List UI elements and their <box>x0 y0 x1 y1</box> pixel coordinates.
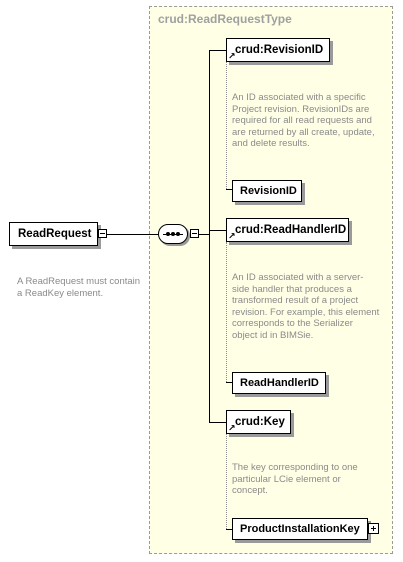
expand-plus-icon[interactable] <box>368 523 379 534</box>
element-readhandlerid[interactable]: crud:ReadHandlerID ↗ <box>226 218 349 242</box>
key-extension-line <box>226 434 227 529</box>
complex-type-title: crud:ReadRequestType <box>158 12 292 26</box>
sequence-collapse-minus-icon[interactable] <box>190 229 199 238</box>
type-readhandlerid[interactable]: ReadHandlerID <box>232 372 326 394</box>
element-key[interactable]: crud:Key ↗ <box>226 410 291 434</box>
element-key-label: crud:Key <box>235 416 285 428</box>
reference-arrow-icon: ↗ <box>228 231 236 241</box>
type-productinstallationkey-label: ProductInstallationKey <box>240 523 360 535</box>
element-revisionid[interactable]: crud:RevisionID ↗ <box>226 38 330 62</box>
readhandlerid-extension-line <box>226 242 227 382</box>
element-readhandlerid-description: An ID associated with a server-side hand… <box>232 272 380 341</box>
revisionid-type-connector <box>226 189 232 190</box>
type-readhandlerid-label: ReadHandlerID <box>240 377 319 389</box>
complex-type-container <box>149 6 393 554</box>
type-productinstallationkey[interactable]: ProductInstallationKey <box>232 518 368 540</box>
connector-root-to-sequence <box>107 234 158 235</box>
revisionid-extension-line <box>226 62 227 189</box>
element-revisionid-label: crud:RevisionID <box>235 44 324 56</box>
sequence-compositor-icon[interactable] <box>158 224 188 244</box>
element-key-description: The key corresponding to one particular … <box>232 462 358 497</box>
key-type-connector <box>226 529 232 530</box>
connector-to-key <box>209 422 226 423</box>
root-element-description: A ReadRequest must contain a ReadKey ele… <box>17 276 141 299</box>
connector-sequence-vertical <box>209 50 210 422</box>
element-readhandlerid-label: crud:ReadHandlerID <box>235 224 347 236</box>
reference-arrow-icon: ↗ <box>228 423 236 433</box>
readhandlerid-type-connector <box>226 382 232 383</box>
root-element-label: ReadRequest <box>18 228 92 240</box>
element-revisionid-description: An ID associated with a specific Project… <box>232 92 375 150</box>
root-element-readrequest[interactable]: ReadRequest <box>9 222 98 246</box>
root-collapse-minus-icon[interactable] <box>98 229 107 238</box>
type-revisionid[interactable]: RevisionID <box>232 180 302 202</box>
reference-arrow-icon: ↗ <box>228 51 236 61</box>
connector-sequence-out <box>199 234 209 235</box>
type-revisionid-label: RevisionID <box>240 185 297 197</box>
connector-to-readhandlerid <box>209 230 226 231</box>
connector-to-revisionid <box>209 50 226 51</box>
